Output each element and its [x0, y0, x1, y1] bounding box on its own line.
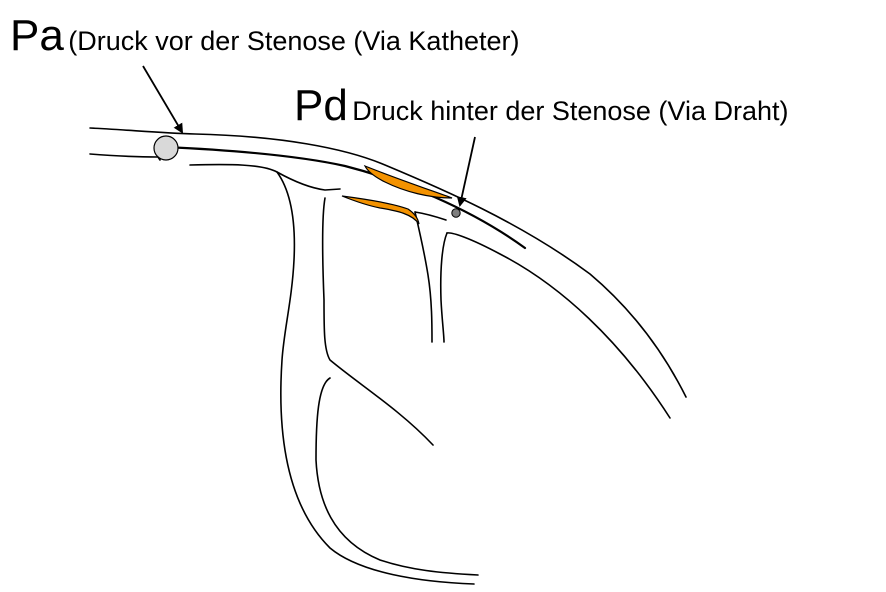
pressure-sensor-icon	[451, 208, 461, 218]
pa-label: Pa (Druck vor der Stenose (Via Katheter)	[10, 14, 519, 58]
branch-left-inner	[321, 197, 434, 446]
vessel-lower-wall-2	[189, 163, 341, 191]
stenosis-lower	[341, 195, 420, 225]
branch-left-inner-2	[315, 377, 479, 576]
stenosis-upper	[363, 164, 453, 199]
pa-symbol: Pa	[10, 11, 64, 60]
branch-left-outer	[276, 171, 475, 585]
catheter-tip-icon	[153, 135, 179, 161]
vessel-lower-wall-3	[414, 211, 447, 221]
vessel-outer-wall	[89, 127, 687, 398]
vessel-lower-wall-4	[446, 232, 671, 419]
catheter-line	[163, 145, 527, 250]
pd-arrow	[456, 136, 476, 207]
branch-middle-left	[414, 211, 433, 343]
branch-middle-right	[439, 232, 448, 343]
pd-description: Druck hinter der Stenose (Via Draht)	[352, 96, 789, 126]
pd-symbol: Pd	[294, 81, 348, 130]
pd-label: Pd Druck hinter der Stenose (Via Draht)	[294, 84, 788, 128]
pa-arrow	[142, 65, 184, 134]
pa-description: (Druck vor der Stenose (Via Katheter)	[68, 26, 520, 56]
vessel-lower-wall	[89, 153, 161, 161]
